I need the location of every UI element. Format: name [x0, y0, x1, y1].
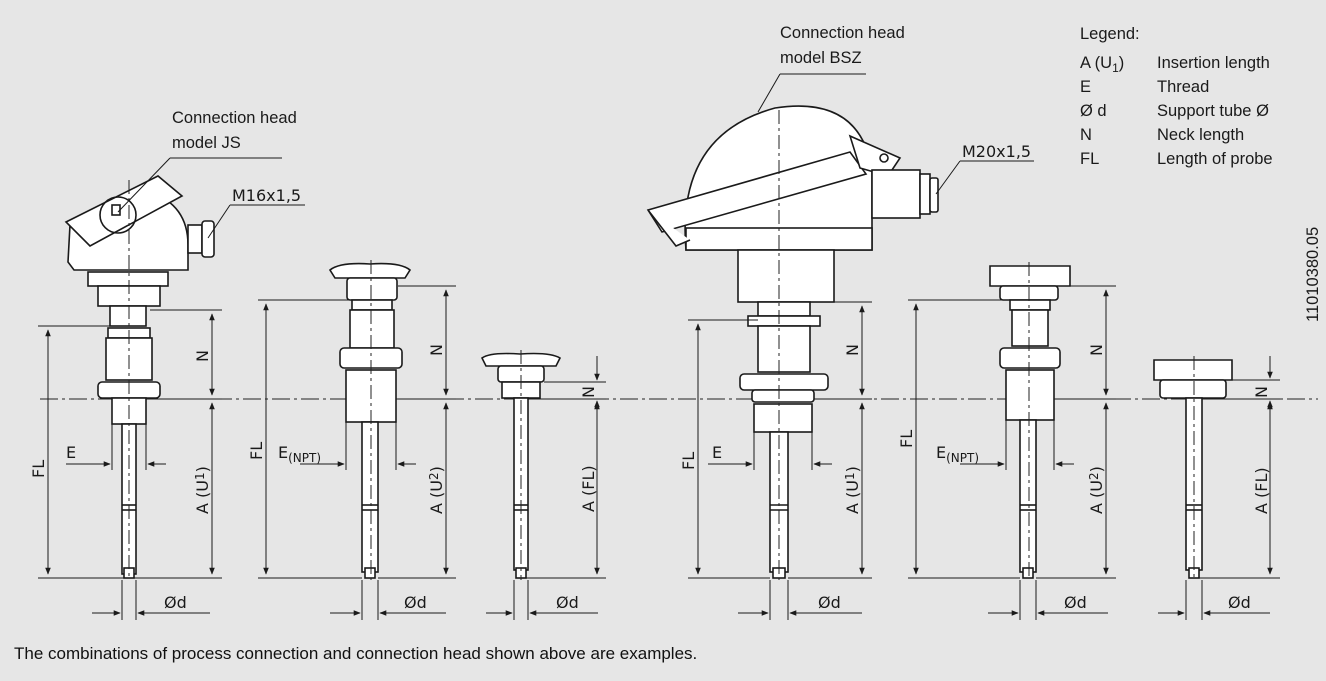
a-u2-label: A (U2) — [1087, 466, 1106, 514]
e-npt-label: E(NPT) — [278, 443, 321, 465]
e-npt-label: E(NPT) — [936, 443, 979, 465]
probe-2-npt — [328, 262, 412, 579]
dimension-lines — [38, 73, 1280, 620]
n-label: N — [843, 344, 862, 356]
e-label: E — [712, 443, 722, 462]
phi-d-label: Ød — [404, 593, 427, 612]
n-label: N — [1087, 344, 1106, 356]
legend-meaning: Thread — [1157, 78, 1209, 96]
fl-label: FL — [897, 430, 916, 448]
legend-meaning: Insertion length — [1157, 54, 1270, 72]
a-u2-label: A (U2) — [427, 466, 446, 514]
fl-label: FL — [29, 460, 48, 478]
legend-title: Legend: — [1080, 25, 1140, 43]
e-label: E — [66, 443, 76, 462]
bsz-head-title-line1: Connection head — [780, 24, 905, 42]
probe-5-npt — [989, 265, 1071, 579]
js-thread-label: M16x1,5 — [232, 186, 301, 205]
phi-d-label: Ød — [1064, 593, 1087, 612]
a-u1-label: A (U1) — [193, 466, 212, 514]
figure-caption: The combinations of process connection a… — [14, 644, 698, 663]
bsz-head-title-line2: model BSZ — [780, 49, 862, 67]
legend-meaning: Length of probe — [1157, 150, 1273, 168]
legend-symbol: Ø d — [1080, 102, 1107, 120]
n-label: N — [193, 350, 212, 362]
n-label: N — [427, 344, 446, 356]
phi-d-label: Ød — [1228, 593, 1251, 612]
legend: Legend: A (U1) Insertion length E Thread… — [1080, 25, 1273, 168]
n-label: N — [579, 386, 598, 398]
legend-symbol: FL — [1080, 150, 1099, 168]
phi-d-label: Ød — [164, 593, 187, 612]
n-label: N — [1252, 386, 1271, 398]
probe-6-compact — [1153, 359, 1233, 579]
a-fl-label: A (FL) — [579, 465, 598, 512]
fl-label: FL — [679, 452, 698, 470]
probe-1-js-head — [64, 175, 215, 579]
bsz-thread-label: M20x1,5 — [962, 142, 1031, 161]
phi-d-label: Ød — [556, 593, 579, 612]
fl-label: FL — [247, 442, 266, 460]
legend-meaning: Neck length — [1157, 126, 1244, 144]
js-head-title-line2: model JS — [172, 134, 241, 152]
legend-symbol: E — [1080, 78, 1091, 96]
legend-symbol: A (U1) — [1080, 54, 1124, 75]
a-u1-label: A (U1) — [843, 466, 862, 514]
js-head-title-line1: Connection head — [172, 109, 297, 127]
document-number: 11010380.05 — [1304, 227, 1322, 322]
a-fl-label: A (FL) — [1252, 467, 1271, 514]
legend-meaning: Support tube Ø — [1157, 102, 1269, 120]
phi-d-label: Ød — [818, 593, 841, 612]
probe-4-bsz-head — [646, 105, 939, 579]
legend-symbol: N — [1080, 126, 1092, 144]
